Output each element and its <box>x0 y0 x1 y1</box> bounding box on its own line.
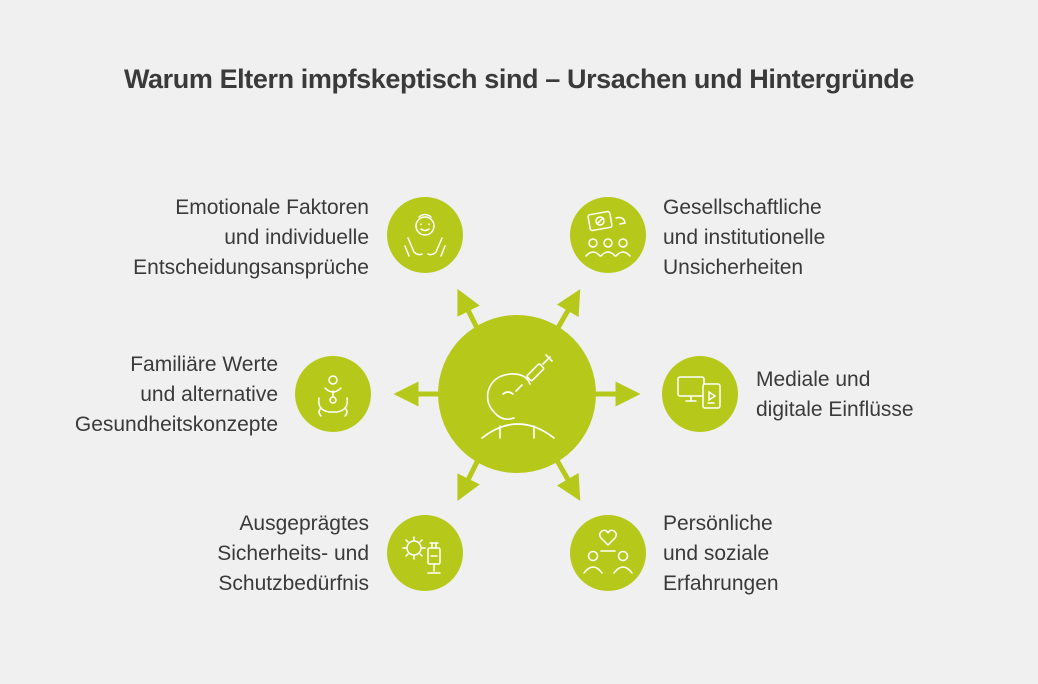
label-line: Entscheidungsansprüche <box>133 256 369 279</box>
label-line: und alternative <box>140 383 278 406</box>
label-line: Emotionale Faktoren <box>175 196 369 219</box>
label-line: Unsicherheiten <box>663 256 804 279</box>
family-icon <box>317 375 349 417</box>
label-line: und soziale <box>663 542 770 565</box>
label-line: Gesundheitskonzepte <box>74 413 278 436</box>
label-familie: Familiäre Werte und alternative Gesundhe… <box>75 350 278 440</box>
label-sicherheit: Ausgeprägtes Sicherheits- und Schutzbedü… <box>217 509 369 599</box>
node-sicherheit <box>387 515 463 591</box>
diagram-title: Warum Eltern impfskeptisch sind – Ursach… <box>123 64 915 94</box>
node-gesellschaft <box>570 197 646 273</box>
label-erfahrungen: Persönliche und soziale Erfahrungen <box>663 509 779 599</box>
node-medien <box>662 356 738 432</box>
vaccine-hesitant-person-icon <box>481 354 555 439</box>
label-line: Gesellschaftliche <box>663 196 822 219</box>
label-gesellschaft: Gesellschaftliche und institutionelle Un… <box>663 193 825 283</box>
label-medien: Mediale und digitale Einflüsse <box>756 365 914 425</box>
node-emotional <box>387 197 463 273</box>
label-line: Schutzbedürfnis <box>218 572 369 595</box>
virus-vaccine-icon <box>402 536 441 574</box>
label-line: Mediale und <box>756 368 871 391</box>
label-line: Erfahrungen <box>663 572 779 595</box>
node-familie <box>295 356 371 432</box>
label-emotional: Emotionale Faktoren und individuelle Ent… <box>133 193 369 283</box>
label-line: Ausgeprägtes <box>239 512 369 535</box>
label-line: Persönliche <box>663 512 773 535</box>
center-node <box>438 315 596 473</box>
label-line: und institutionelle <box>663 226 826 249</box>
discussion-group-icon <box>585 210 631 257</box>
label-line: Sicherheits- und <box>217 542 369 565</box>
people-heart-icon <box>583 529 633 574</box>
media-devices-icon <box>677 376 721 409</box>
label-line: und individuelle <box>224 226 369 249</box>
label-line: Familiäre Werte <box>130 353 278 376</box>
node-erfahrungen <box>570 515 646 591</box>
child-hands-icon <box>404 213 446 257</box>
label-line: digitale Einflüsse <box>756 398 914 421</box>
